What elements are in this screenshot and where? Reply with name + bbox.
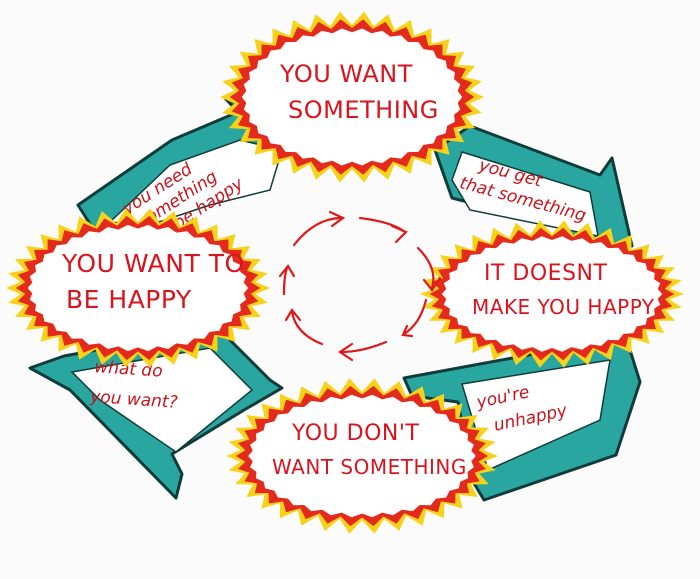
node-want-happy-line-2: BE HAPPY — [66, 285, 192, 314]
node-dont-want-line-2: WANT SOMETHING — [272, 455, 467, 479]
node-want-something-line-2: SOMETHING — [288, 96, 439, 124]
node-want-happy-burst — [6, 208, 270, 368]
node-doesnt-line-2: MAKE YOU HAPPY — [472, 295, 655, 319]
arrow-what-want: what do you want? — [28, 326, 284, 500]
node-want-something-burst — [220, 11, 484, 183]
node-doesnt-burst — [420, 220, 684, 368]
center-cycle — [278, 210, 442, 362]
node-want-happy-line-1: YOU WANT TO — [61, 249, 245, 278]
node-want-something-line-1: YOU WANT — [279, 60, 413, 88]
arrow-unhappy: you're unhappy — [402, 338, 642, 502]
node-dont-want-line-1: YOU DON'T — [291, 421, 419, 446]
arrow-get-that: you get that something — [433, 124, 634, 248]
node-dont-want-burst — [226, 378, 498, 534]
node-doesnt-line-1: IT DOESNT — [484, 261, 607, 286]
